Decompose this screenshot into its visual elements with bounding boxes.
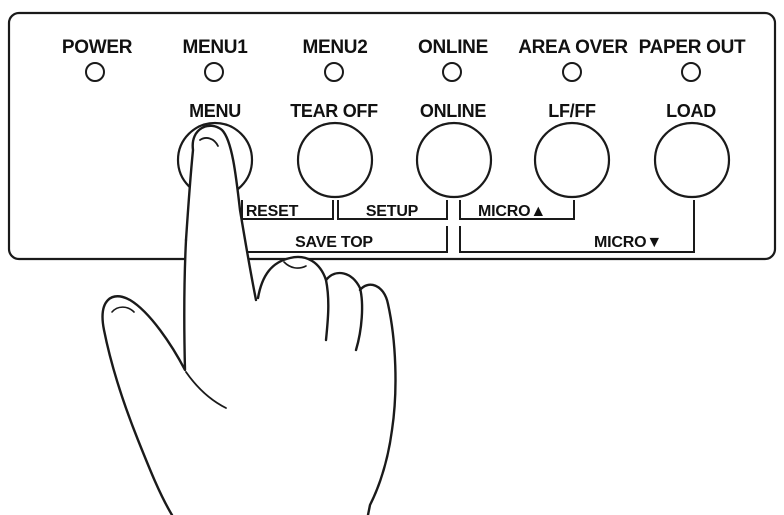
function-label-reset: RESET xyxy=(246,203,299,220)
indicator-label-menu1: MENU1 xyxy=(182,37,248,58)
paper-out-lamp-icon xyxy=(681,62,701,82)
load-button[interactable] xyxy=(653,121,731,199)
indicator-label-area-over: AREA OVER xyxy=(518,37,628,58)
indicator-label-power: POWER xyxy=(62,37,133,58)
ring-finger-outline xyxy=(324,271,364,352)
function-label-micro-up: MICRO▲ xyxy=(478,203,546,220)
hand-fill xyxy=(102,125,396,515)
pinky-and-palm-edge xyxy=(358,283,397,515)
middle-finger-crease xyxy=(283,261,307,269)
function-label-save-top: SAVE TOP xyxy=(295,234,373,251)
micro-down-bracket xyxy=(459,200,695,253)
reset-bracket xyxy=(241,200,334,220)
index-finger-outline xyxy=(184,124,258,302)
online-button[interactable] xyxy=(415,121,493,199)
middle-finger-outline xyxy=(256,255,330,342)
tear-off-button[interactable] xyxy=(296,121,374,199)
menu1-lamp-icon xyxy=(204,62,224,82)
lf-ff-button[interactable] xyxy=(533,121,611,199)
indicator-label-paper-out: PAPER OUT xyxy=(639,37,746,58)
button-label-load: LOAD xyxy=(666,101,716,121)
online-lamp-icon xyxy=(442,62,462,82)
indicator-label-menu2: MENU2 xyxy=(302,37,367,58)
indicator-label-online: ONLINE xyxy=(418,37,488,58)
setup-bracket xyxy=(337,200,448,220)
button-label-tear-off: TEAR OFF xyxy=(290,101,378,121)
area-over-lamp-icon xyxy=(562,62,582,82)
palm-crease xyxy=(185,371,227,409)
button-label-menu: MENU xyxy=(189,101,241,121)
button-label-lf-ff: LF/FF xyxy=(548,101,596,121)
button-label-online: ONLINE xyxy=(420,101,486,121)
pointing-hand-icon xyxy=(101,124,397,515)
thumb-outline xyxy=(101,238,188,515)
menu2-lamp-icon xyxy=(324,62,344,82)
function-label-setup: SETUP xyxy=(366,203,419,220)
power-lamp-icon xyxy=(85,62,105,82)
function-label-micro-down: MICRO▼ xyxy=(594,234,662,251)
panel-outline xyxy=(7,11,777,261)
micro-up-bracket xyxy=(459,200,575,220)
fingernail-line xyxy=(199,137,219,147)
thumb-nail-line xyxy=(111,306,135,313)
